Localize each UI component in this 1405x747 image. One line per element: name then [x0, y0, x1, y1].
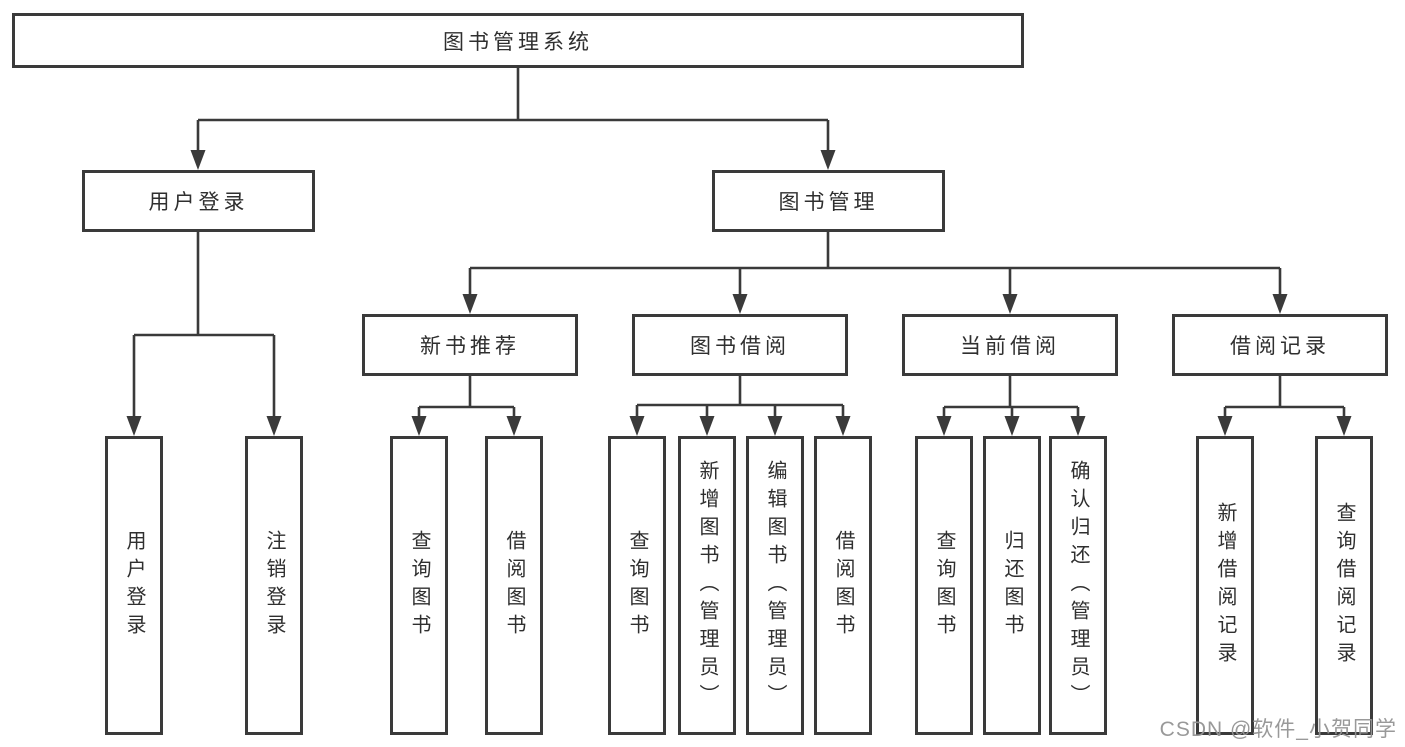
leaf-add-borrow-record: 新增借阅记录 [1196, 436, 1254, 735]
leaf-recommend-query-book-label: 查询图书 [408, 529, 430, 642]
leaf-recommend-borrow-book-label: 借阅图书 [503, 529, 525, 642]
node-borrow-record: 借阅记录 [1172, 314, 1388, 376]
leaf-recommend-query-book: 查询图书 [390, 436, 448, 735]
leaf-add-book-admin-label: 新增图书（管理员） [696, 459, 718, 712]
leaf-borrow-book-label: 借阅图书 [832, 529, 854, 642]
leaf-edit-book-admin-label: 编辑图书（管理员） [764, 459, 786, 712]
leaf-confirm-return-admin: 确认归还（管理员） [1049, 436, 1107, 735]
leaf-return-book-label: 归还图书 [1001, 529, 1023, 642]
node-library-management-system: 图书管理系统 [12, 13, 1024, 68]
leaf-borrow-book: 借阅图书 [814, 436, 872, 735]
leaf-logout-login-label: 注销登录 [263, 529, 285, 642]
leaf-query-borrow-record: 查询借阅记录 [1315, 436, 1373, 735]
leaf-user-login: 用户登录 [105, 436, 163, 735]
leaf-return-book: 归还图书 [983, 436, 1041, 735]
leaf-current-query-book-label: 查询图书 [933, 529, 955, 642]
leaf-current-query-book: 查询图书 [915, 436, 973, 735]
node-current-borrow: 当前借阅 [902, 314, 1118, 376]
leaf-logout-login: 注销登录 [245, 436, 303, 735]
node-book-management: 图书管理 [712, 170, 945, 232]
csdn-watermark: CSDN @软件_小贺同学 [1159, 718, 1397, 741]
leaf-borrow-query-book-label: 查询图书 [626, 529, 648, 642]
leaf-recommend-borrow-book: 借阅图书 [485, 436, 543, 735]
leaf-add-borrow-record-label: 新增借阅记录 [1214, 501, 1236, 670]
leaf-borrow-query-book: 查询图书 [608, 436, 666, 735]
leaf-add-book-admin: 新增图书（管理员） [678, 436, 736, 735]
node-new-book-recommend: 新书推荐 [362, 314, 578, 376]
leaf-query-borrow-record-label: 查询借阅记录 [1333, 501, 1355, 670]
node-user-login: 用户登录 [82, 170, 315, 232]
node-book-borrow: 图书借阅 [632, 314, 848, 376]
leaf-edit-book-admin: 编辑图书（管理员） [746, 436, 804, 735]
leaf-user-login-label: 用户登录 [123, 529, 145, 642]
leaf-confirm-return-admin-label: 确认归还（管理员） [1067, 459, 1089, 712]
